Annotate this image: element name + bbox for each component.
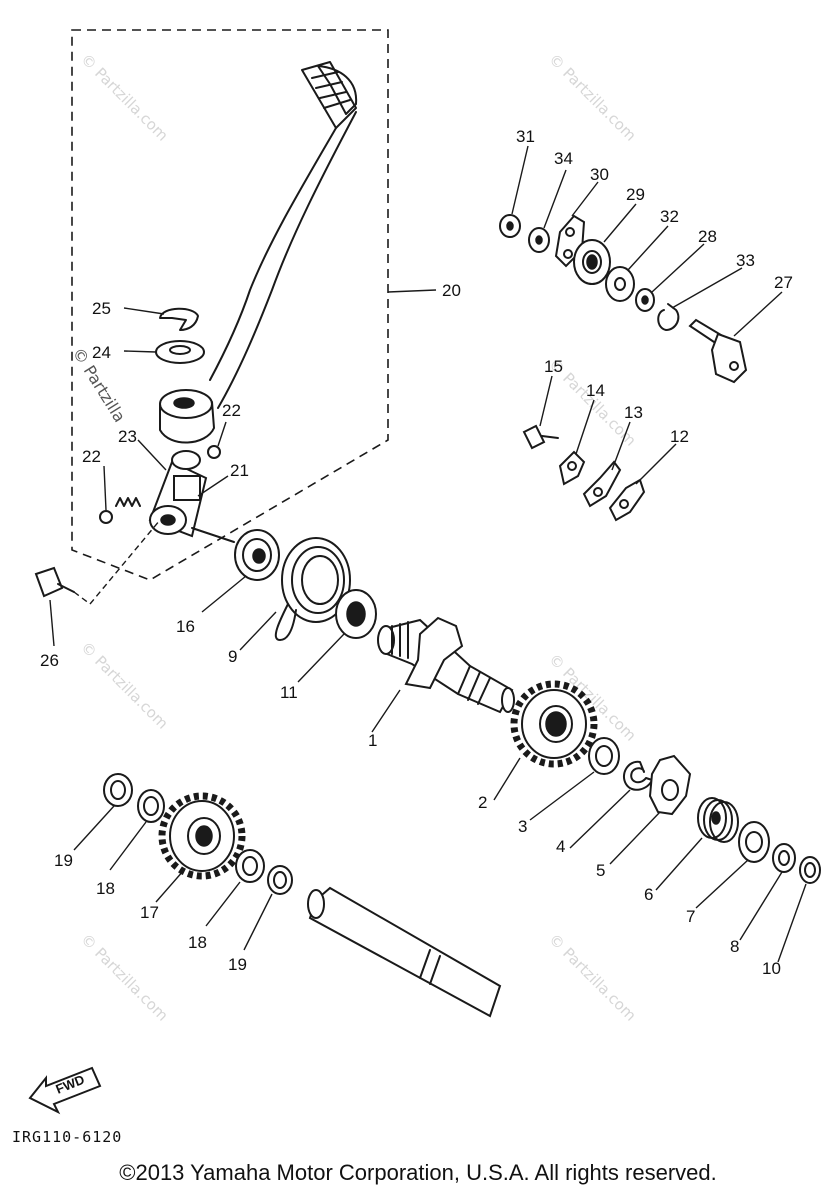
callout-2: 2 bbox=[478, 793, 487, 812]
callout-15: 15 bbox=[544, 357, 563, 376]
washer-34 bbox=[528, 227, 550, 253]
plate-13 bbox=[582, 460, 622, 508]
watermark: © Partzilla.com bbox=[545, 930, 640, 1025]
washer-32 bbox=[605, 266, 635, 302]
callout-17: 17 bbox=[140, 903, 159, 922]
washer-24 bbox=[155, 340, 205, 364]
kick-starter-diagram: © Partzilla.com © Partzilla.com © Partzi… bbox=[12, 29, 821, 1146]
callout-28: 28 bbox=[698, 227, 717, 246]
watermark: © Partzilla.com bbox=[77, 930, 172, 1025]
callout-5: 5 bbox=[596, 861, 605, 880]
callout-8: 8 bbox=[730, 937, 739, 956]
watermark: © Partzilla.com bbox=[77, 638, 172, 733]
callout-22: 22 bbox=[222, 401, 241, 420]
bolt-26 bbox=[34, 519, 161, 605]
callout-30: 30 bbox=[590, 165, 609, 184]
collar-28 bbox=[635, 288, 655, 312]
callout-numbers: 20 25 24 22 23 22 21 16 9 11 1 26 2 3 4 … bbox=[40, 127, 793, 978]
diagram-code: IRG110-6120 bbox=[12, 1128, 122, 1146]
circlip-25 bbox=[159, 307, 199, 331]
circlip-19 bbox=[267, 865, 293, 895]
callout-6: 6 bbox=[644, 885, 653, 904]
assembly-20-box bbox=[71, 29, 389, 581]
kick-gear-2 bbox=[510, 680, 598, 768]
callout-9: 9 bbox=[228, 647, 237, 666]
ball-22 bbox=[207, 445, 221, 459]
callout-10: 10 bbox=[762, 959, 781, 978]
ball-22 bbox=[99, 510, 113, 524]
spring-33 bbox=[657, 303, 680, 331]
callout-34: 34 bbox=[554, 149, 573, 168]
copyright-notice: ©2013 Yamaha Motor Corporation, U.S.A. A… bbox=[119, 1160, 717, 1185]
watermarks: © Partzilla.com © Partzilla.com © Partzi… bbox=[69, 50, 640, 1025]
callout-21: 21 bbox=[230, 461, 249, 480]
washer-18 bbox=[137, 789, 165, 823]
oil-seal-16 bbox=[234, 529, 280, 581]
torsion-spring-9 bbox=[274, 537, 351, 641]
callout-27: 27 bbox=[774, 273, 793, 292]
washer-8 bbox=[772, 843, 796, 873]
circlip-4 bbox=[622, 760, 653, 791]
watermark: © Partzilla.com bbox=[77, 50, 172, 145]
circlip-10 bbox=[799, 856, 821, 884]
plate-12 bbox=[608, 478, 646, 522]
callout-14: 14 bbox=[586, 381, 605, 400]
circlip-19 bbox=[103, 773, 133, 807]
callout-33: 33 bbox=[736, 251, 755, 270]
callout-11: 11 bbox=[280, 683, 298, 702]
callout-18: 18 bbox=[188, 933, 207, 952]
callout-26: 26 bbox=[40, 651, 59, 670]
nut-31 bbox=[499, 214, 521, 238]
callout-23: 23 bbox=[118, 427, 137, 446]
callout-25: 25 bbox=[92, 299, 111, 318]
callout-19: 19 bbox=[228, 955, 247, 974]
shaft-27 bbox=[688, 318, 748, 384]
ratchet-5 bbox=[648, 754, 692, 816]
callout-16: 16 bbox=[176, 617, 195, 636]
washer-3 bbox=[588, 737, 620, 775]
leader-lines bbox=[49, 145, 807, 963]
idler-gear-17 bbox=[158, 792, 246, 880]
kick-crank-lever bbox=[159, 61, 358, 444]
spring-23 bbox=[115, 497, 141, 507]
kick-axle-1 bbox=[377, 616, 515, 714]
callout-1: 1 bbox=[368, 731, 377, 750]
callout-32: 32 bbox=[660, 207, 679, 226]
callout-4: 4 bbox=[556, 837, 565, 856]
callout-3: 3 bbox=[518, 817, 527, 836]
callout-12: 12 bbox=[670, 427, 689, 446]
plate-14 bbox=[558, 450, 586, 486]
callout-24: 24 bbox=[92, 343, 111, 362]
callout-31: 31 bbox=[516, 127, 535, 146]
idler-shaft bbox=[307, 886, 502, 1018]
callout-18: 18 bbox=[96, 879, 115, 898]
spring-6 bbox=[697, 797, 739, 843]
spacer-11 bbox=[335, 589, 377, 639]
callout-20: 20 bbox=[442, 281, 461, 300]
washer-18 bbox=[235, 849, 265, 883]
forward-arrow: FWD bbox=[28, 1066, 102, 1115]
callout-22: 22 bbox=[82, 447, 101, 466]
bearing-29 bbox=[573, 239, 611, 285]
watermark: © Partzilla.com bbox=[545, 50, 640, 145]
spring-guide-7 bbox=[738, 821, 770, 863]
kick-boss-21 bbox=[148, 450, 235, 543]
bolt-15 bbox=[522, 424, 559, 450]
callout-13: 13 bbox=[624, 403, 643, 422]
callout-7: 7 bbox=[686, 907, 695, 926]
callout-29: 29 bbox=[626, 185, 645, 204]
callout-19: 19 bbox=[54, 851, 73, 870]
